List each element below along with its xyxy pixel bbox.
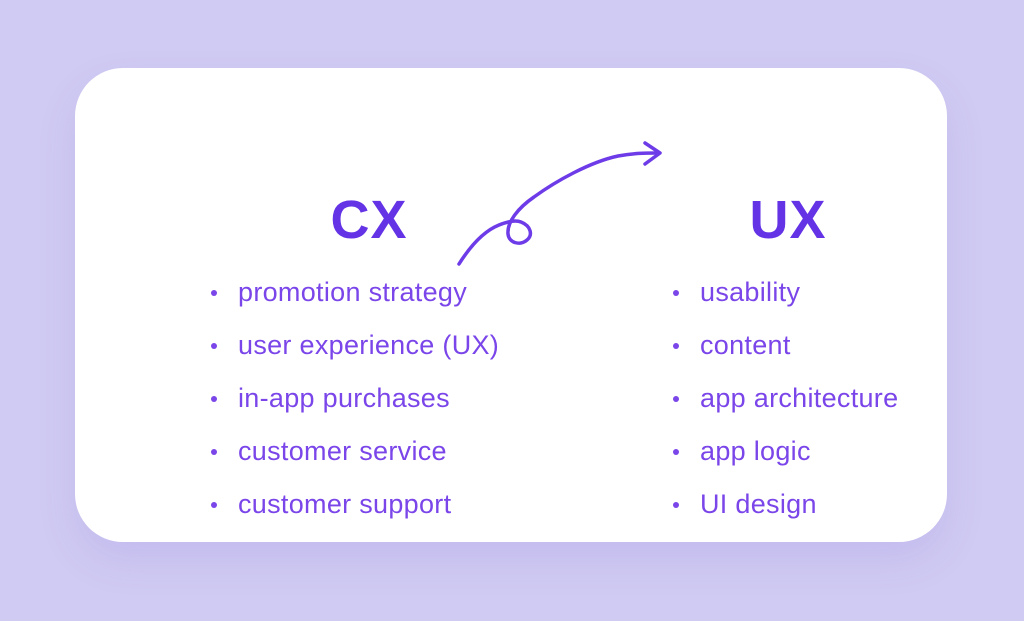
list-item-label: promotion strategy (238, 277, 468, 307)
list-item-label: user experience (UX) (238, 330, 500, 360)
list-item-label: content (700, 330, 791, 360)
bullet-icon (211, 501, 217, 508)
comparison-card: CX UX promotion strategy user experience… (75, 68, 947, 542)
list-item: UI design (673, 478, 898, 531)
bullet-icon (211, 395, 217, 402)
ux-title: UX (749, 190, 827, 250)
list-item-label: customer support (238, 489, 452, 519)
bullet-icon (211, 342, 217, 349)
list-item-label: usability (700, 277, 801, 307)
list-item: promotion strategy (211, 266, 499, 319)
list-item: user experience (UX) (211, 319, 499, 372)
list-item-label: customer service (238, 436, 447, 466)
bullet-icon (211, 289, 217, 296)
list-item: customer support (211, 478, 499, 531)
list-item-label: app logic (700, 436, 811, 466)
bullet-icon (673, 395, 679, 402)
bullet-icon (673, 289, 679, 296)
list-item: customer service (211, 425, 499, 478)
list-item-label: in-app purchases (238, 383, 450, 413)
bullet-icon (673, 342, 679, 349)
list-item: app architecture (673, 372, 898, 425)
ux-list: usability content app architecture app l… (673, 266, 898, 531)
bullet-icon (211, 448, 217, 455)
cx-list: promotion strategy user experience (UX) … (211, 266, 499, 531)
list-item-label: UI design (700, 489, 817, 519)
cx-title: CX (330, 190, 408, 250)
list-item: content (673, 319, 898, 372)
list-item: app logic (673, 425, 898, 478)
bullet-icon (673, 501, 679, 508)
list-item: usability (673, 266, 898, 319)
list-item: in-app purchases (211, 372, 499, 425)
bullet-icon (673, 448, 679, 455)
list-item-label: app architecture (700, 383, 899, 413)
